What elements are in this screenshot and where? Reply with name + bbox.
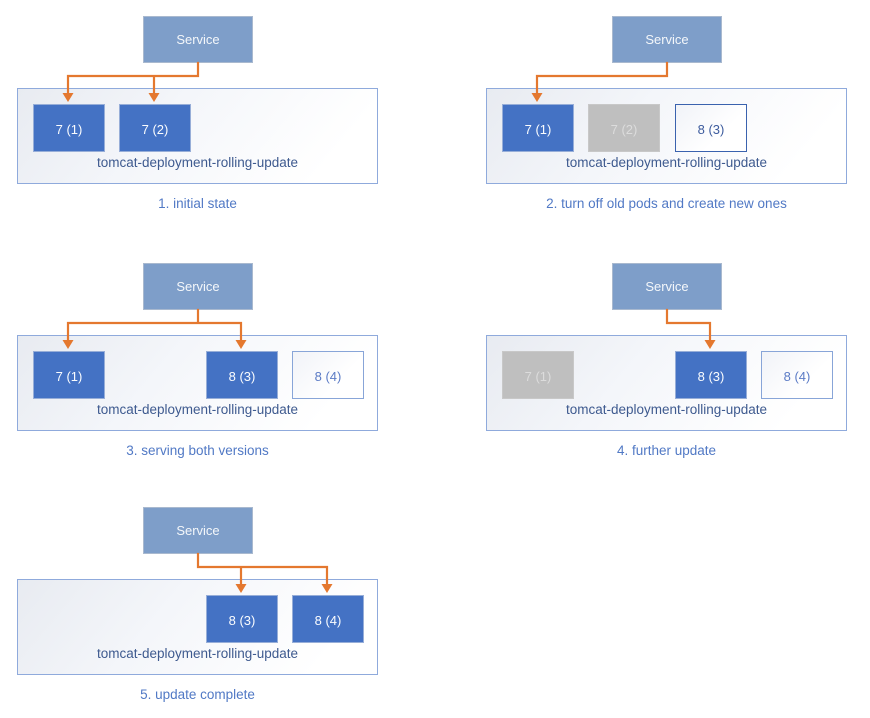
pod: 7 (1) [502, 351, 574, 399]
deployment-label: tomcat-deployment-rolling-update [565, 155, 768, 170]
pod: 7 (1) [33, 351, 105, 399]
panel-caption: 4. further update [616, 443, 717, 458]
deployment-label: tomcat-deployment-rolling-update [96, 646, 299, 661]
pod-label: 8 (4) [783, 368, 811, 384]
service-box: Service [612, 263, 722, 310]
panel-further-update: Service 7 (1) 8 (3) 8 (4) tomcat-deploym… [469, 247, 869, 487]
pod-label: 8 (3) [697, 121, 725, 137]
panel-caption: 1. initial state [158, 196, 237, 211]
pod-label: 7 (2) [141, 121, 169, 137]
pod: 8 (4) [292, 595, 364, 643]
pod-label: 8 (3) [228, 368, 256, 384]
pod: 7 (2) [588, 104, 660, 152]
panel-initial-state: Service 7 (1) 7 (2) tomcat-deployment-ro… [0, 0, 400, 240]
panel-caption: 2. turn off old pods and create new ones [546, 196, 787, 211]
pod-label: 8 (3) [228, 612, 256, 628]
deployment-label: tomcat-deployment-rolling-update [96, 155, 299, 170]
service-box: Service [143, 16, 253, 63]
service-label: Service [645, 279, 689, 294]
deployment-box: 7 (1) 8 (3) 8 (4) tomcat-deployment-roll… [486, 335, 847, 431]
service-box: Service [612, 16, 722, 63]
pod-label: 8 (4) [314, 368, 342, 384]
panel-turn-off-old-pods: Service 7 (1) 7 (2) 8 (3) tomcat-deploym… [469, 0, 869, 240]
deployment-box: 7 (1) 7 (2) 8 (3) tomcat-deployment-roll… [486, 88, 847, 184]
pod-label: 7 (1) [524, 121, 552, 137]
deployment-label: tomcat-deployment-rolling-update [565, 402, 768, 417]
pod: 8 (3) [675, 104, 747, 152]
pod: 8 (3) [206, 595, 278, 643]
pod: 8 (4) [761, 351, 833, 399]
service-label: Service [176, 32, 220, 47]
deployment-box: 8 (3) 8 (4) tomcat-deployment-rolling-up… [17, 579, 378, 675]
pod-label: 8 (4) [314, 612, 342, 628]
panel-serving-both-versions: Service 7 (1) 8 (3) 8 (4) tomcat-deploym… [0, 247, 400, 487]
service-box: Service [143, 507, 253, 554]
deployment-box: 7 (1) 7 (2) tomcat-deployment-rolling-up… [17, 88, 378, 184]
pod: 7 (1) [502, 104, 574, 152]
service-label: Service [176, 279, 220, 294]
deployment-label: tomcat-deployment-rolling-update [96, 402, 299, 417]
pod-label: 8 (3) [697, 368, 725, 384]
pod: 8 (4) [292, 351, 364, 399]
pod-label: 7 (1) [524, 368, 552, 384]
pod-label: 7 (1) [55, 121, 83, 137]
pod-label: 7 (2) [610, 121, 638, 137]
service-label: Service [645, 32, 689, 47]
pod: 7 (1) [33, 104, 105, 152]
service-label: Service [176, 523, 220, 538]
pod: 8 (3) [675, 351, 747, 399]
service-box: Service [143, 263, 253, 310]
pod-label: 7 (1) [55, 368, 83, 384]
panel-caption: 3. serving both versions [126, 443, 269, 458]
panel-caption: 5. update complete [140, 687, 255, 702]
pod: 7 (2) [119, 104, 191, 152]
pod: 8 (3) [206, 351, 278, 399]
panel-update-complete: Service 8 (3) 8 (4) tomcat-deployment-ro… [0, 491, 400, 718]
deployment-box: 7 (1) 8 (3) 8 (4) tomcat-deployment-roll… [17, 335, 378, 431]
